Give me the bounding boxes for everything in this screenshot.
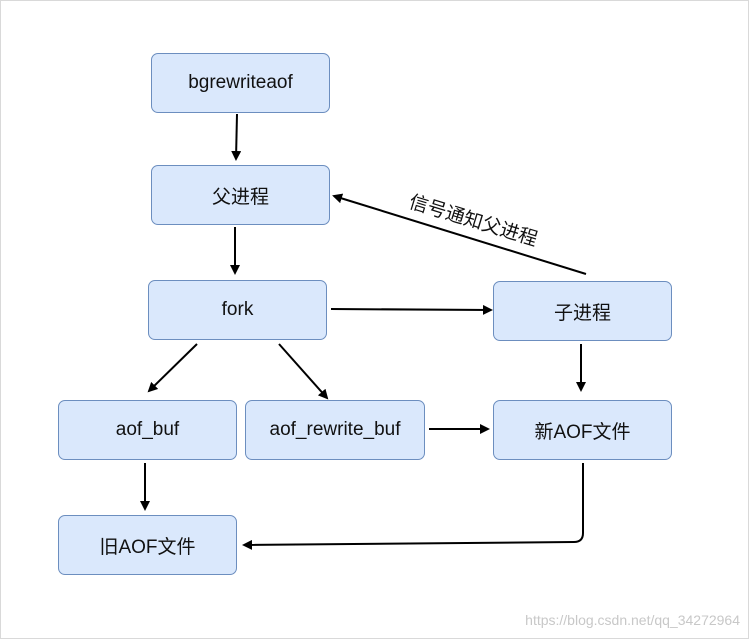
- edge-bgrewriteaof-to-parent: [231, 113, 242, 161]
- node-bgrewriteaof: bgrewriteaof: [151, 53, 330, 113]
- node-old-aof-file: 旧AOF文件: [58, 515, 237, 575]
- node-new-aof-file: 新AOF文件: [493, 400, 672, 460]
- edge-fork-to-aof-rewrite-buf: [278, 343, 329, 400]
- node-parent-process: 父进程: [151, 165, 330, 225]
- watermark: https://blog.csdn.net/qq_34272964: [525, 612, 740, 628]
- node-fork: fork: [148, 280, 327, 340]
- edge-new-aof-to-old-aof: [242, 463, 584, 550]
- edge-fork-to-aof-buf: [147, 343, 198, 393]
- edge-fork-to-child: [330, 304, 493, 315]
- node-aof-rewrite-buf: aof_rewrite_buf: [245, 400, 425, 460]
- node-aof-buf: aof_buf: [58, 400, 237, 460]
- node-child-process: 子进程: [493, 281, 672, 341]
- edge-child-to-parent: [332, 193, 587, 275]
